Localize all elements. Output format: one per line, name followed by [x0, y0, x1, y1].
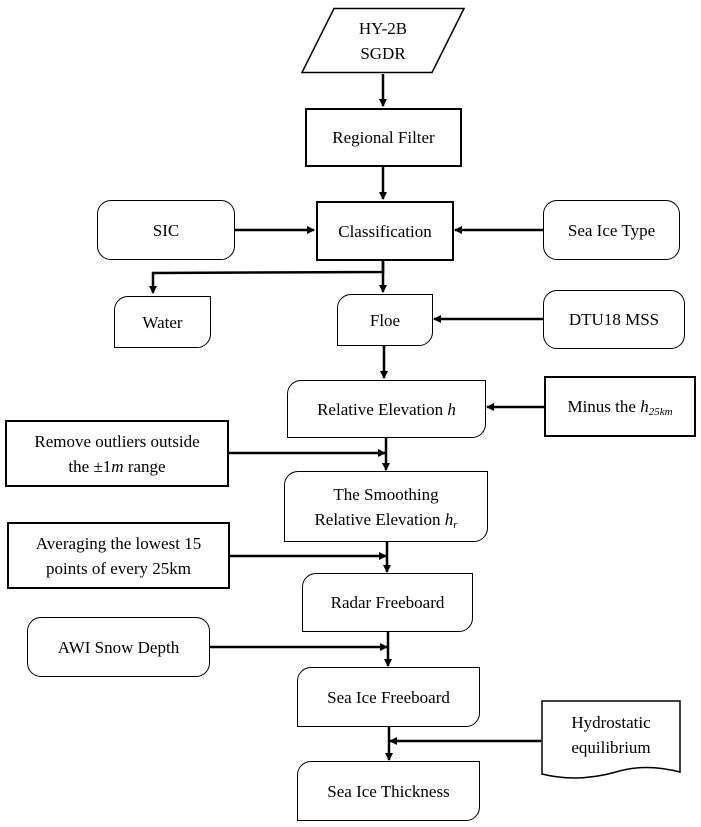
edge-classification-to-water: [149, 261, 385, 294]
smoothing-line2: Relative Elevation hr: [314, 509, 458, 531]
dtu18-label: DTU18 MSS: [568, 310, 660, 329]
sea-ice-freeboard-label: Sea Ice Freeboard: [327, 687, 450, 707]
var-h: h: [447, 399, 456, 419]
node-sea-ice-freeboard: Sea Ice Freeboard: [297, 667, 480, 727]
node-classification: Classification: [316, 201, 454, 261]
node-radar-freeboard: Radar Freeboard: [302, 573, 473, 632]
node-sea-ice-thickness: Sea Ice Thickness: [297, 761, 480, 821]
node-minus-h25km: Minus the h25km: [544, 376, 696, 437]
sea-ice-thickness-label: Sea Ice Thickness: [327, 781, 450, 801]
radar-freeboard-label: Radar Freeboard: [330, 593, 445, 612]
hydrostatic-line1: Hydrostatic: [571, 713, 651, 732]
remove-outliers-line1: Remove outliers outside: [34, 431, 200, 451]
subscript-25km: 25km: [648, 406, 673, 418]
node-sic: SIC: [97, 200, 235, 260]
node-floe: Floe: [337, 294, 433, 346]
sgdr-label: SGDR: [360, 43, 406, 63]
node-dtu18-mss: DTU18 MSS: [543, 290, 685, 349]
node-awi-snow-depth: AWI Snow Depth: [27, 617, 210, 677]
node-hy2b-sgdr: HY-2B SGDR: [300, 7, 466, 74]
node-water: Water: [114, 296, 211, 348]
remove-outliers-line2: the ±1m range: [68, 456, 166, 476]
averaging-line2: points of every 25km: [46, 558, 191, 578]
sea-ice-type-label: Sea Ice Type: [567, 220, 656, 240]
sic-label: SIC: [152, 220, 180, 240]
node-hydrostatic-equilibrium: Hydrostatic equilibrium: [541, 700, 681, 780]
node-sea-ice-type: Sea Ice Type: [543, 200, 680, 260]
regional-filter-label: Regional Filter: [332, 128, 435, 147]
water-label: Water: [142, 312, 183, 332]
parallelogram-shape: [300, 7, 466, 74]
minus-label: Minus the h25km: [567, 397, 673, 418]
classification-label: Classification: [338, 221, 432, 241]
averaging-line1: Averaging the lowest 15: [35, 533, 202, 553]
node-regional-filter: Regional Filter: [305, 108, 462, 167]
node-relative-elevation: Relative Elevation h: [287, 380, 486, 438]
hy2b-label: HY-2B: [358, 18, 408, 38]
node-smoothing: The Smoothing Relative Elevation hr: [284, 471, 488, 542]
node-averaging: Averaging the lowest 15 points of every …: [7, 522, 230, 589]
smoothing-line1: The Smoothing: [333, 484, 439, 504]
relative-elevation-label: Relative Elevation h: [317, 399, 456, 419]
floe-label: Floe: [369, 310, 401, 330]
document-shape: [541, 700, 681, 779]
node-remove-outliers: Remove outliers outside the ±1m range: [5, 420, 229, 487]
awi-snow-label: AWI Snow Depth: [57, 637, 180, 657]
var-h: h: [640, 397, 649, 416]
hydrostatic-line2: equilibrium: [571, 738, 651, 757]
